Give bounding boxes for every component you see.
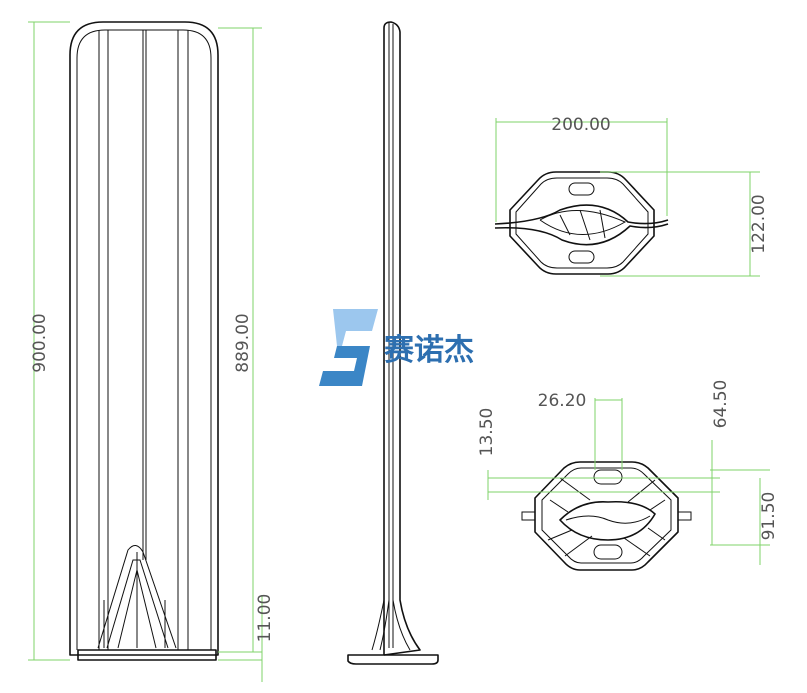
bottom-view	[521, 461, 692, 571]
logo-mark-dark	[319, 346, 370, 386]
top-view	[494, 171, 669, 275]
dim-13-50: 13.50	[477, 408, 497, 457]
logo-text: 赛诺杰	[384, 333, 474, 368]
side-view	[347, 21, 439, 665]
bottom-dimension-lines	[487, 398, 770, 565]
dim-900: 900.00	[30, 313, 50, 372]
dim-122: 122.00	[749, 194, 769, 253]
dim-26-20: 26.20	[538, 391, 587, 411]
dim-64-50: 64.50	[711, 380, 731, 429]
dim-91-50: 91.50	[759, 492, 779, 541]
front-dimension-lines	[28, 21, 263, 682]
front-view	[69, 21, 219, 661]
dim-11: 11.00	[255, 594, 275, 643]
top-dimension-lines	[495, 118, 760, 277]
brand-logo: 赛诺杰	[319, 309, 474, 386]
dim-889: 889.00	[233, 313, 253, 372]
logo-mark-light	[333, 309, 378, 346]
dim-200: 200.00	[551, 115, 610, 135]
